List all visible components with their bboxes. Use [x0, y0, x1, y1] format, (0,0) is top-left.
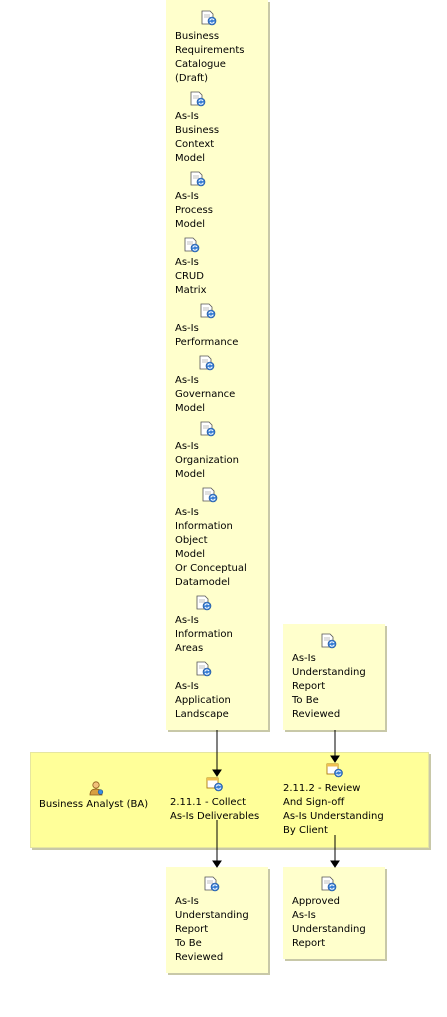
task-label: 2.11.1 - Collect As-Is Deliverables [170, 797, 260, 822]
person-icon [89, 781, 104, 796]
artifact-label: As-Is Application Landscape [175, 681, 231, 720]
artifact-label: As-Is Information Object Model Or Concep… [175, 507, 247, 588]
artifact-label: As-Is Information Areas [175, 615, 233, 654]
artifact-label: Business Requirements Catalogue (Draft) [175, 31, 245, 84]
role-swimlane: Business Analyst (BA) 2.11.1 - Collect A… [30, 752, 429, 848]
artifact-label: As-Is Understanding Report To Be Reviewe… [292, 653, 366, 720]
artifact-label: As-Is Business Context Model [175, 111, 220, 164]
role-label: Business Analyst (BA) [39, 799, 149, 810]
artifact-label: As-Is Performance [175, 323, 239, 348]
output-artifact-understanding-report[interactable]: As-Is Understanding Report To Be Reviewe… [166, 867, 268, 973]
artifact-label: As-Is Organization Model [175, 441, 239, 480]
artifact-label: As-Is Process Model [175, 191, 213, 230]
input-artifacts-panel [166, 0, 268, 730]
artifact-label: As-Is Governance Model [175, 375, 236, 414]
artifact-label: As-Is Understanding Report To Be Reviewe… [175, 896, 249, 963]
artifact-label: Approved As-Is Understanding Report [292, 896, 366, 949]
review-input-artifact[interactable]: As-Is Understanding Report To Be Reviewe… [283, 624, 385, 730]
output-artifact-approved-report[interactable]: Approved As-Is Understanding Report [283, 867, 385, 959]
task-label: 2.11.2 - Review And Sign-off As-Is Under… [283, 783, 384, 836]
artifact-label: As-Is CRUD Matrix [175, 257, 207, 296]
